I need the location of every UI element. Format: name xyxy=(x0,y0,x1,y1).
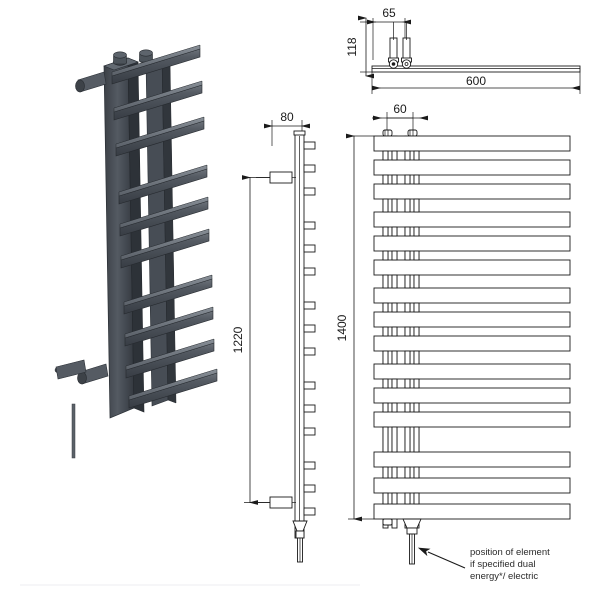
front-dim-60: 60 xyxy=(393,102,407,116)
perspective-bracket-bottom xyxy=(77,363,109,385)
perspective-view xyxy=(54,44,218,459)
plan-connection-stems xyxy=(388,22,412,69)
note-line-1: position of element xyxy=(470,547,550,558)
side-element-connector xyxy=(292,520,308,563)
side-dim-1220: 1220 xyxy=(231,326,245,353)
front-top-connections xyxy=(382,129,418,137)
front-bottom-connections xyxy=(382,518,422,565)
plan-dim-118: 118 xyxy=(345,37,359,56)
side-rail-stubs xyxy=(303,141,316,516)
plan-panel-body xyxy=(371,65,581,73)
perspective-bracket-top xyxy=(75,71,107,93)
front-dim-1400: 1400 xyxy=(335,314,349,341)
plan-dim-600: 600 xyxy=(466,74,486,88)
side-dim-80: 80 xyxy=(280,110,294,124)
perspective-bottom-valve xyxy=(54,359,87,459)
front-rails xyxy=(373,135,571,520)
element-note: position of element if specified dual en… xyxy=(417,547,550,582)
perspective-rails xyxy=(111,44,218,409)
front-view: 60 xyxy=(335,102,571,565)
front-tube-overlay xyxy=(382,150,420,505)
plan-dim-65: 65 xyxy=(382,6,396,20)
note-line-3: energy*/ electric xyxy=(470,571,538,582)
plan-view: 65 118 xyxy=(345,6,581,94)
side-view: 80 xyxy=(231,110,316,563)
note-line-2: if specified dual xyxy=(470,559,535,570)
